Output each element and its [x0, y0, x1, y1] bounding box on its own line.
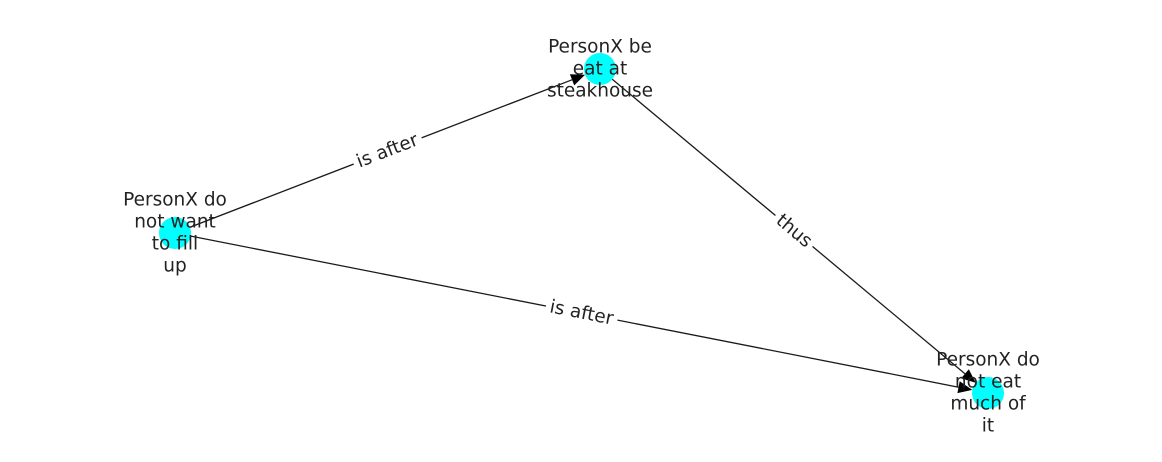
edge-label-background	[543, 293, 620, 333]
node-label-line: eat at	[573, 59, 627, 80]
edges-layer	[174, 68, 976, 394]
node-label-line: steakhouse	[547, 81, 653, 102]
node-label-line: not eat	[955, 372, 1021, 393]
node-label-line: to fill	[152, 234, 198, 255]
node-label-line: much of	[950, 394, 1026, 415]
edge-label-background	[349, 126, 427, 176]
node-label-line: PersonX do	[123, 190, 227, 211]
node-label-line: it	[982, 416, 994, 437]
node-label-line: up	[163, 256, 186, 277]
arrowhead-not-eat	[961, 369, 976, 383]
arrowhead-not-eat	[957, 381, 973, 394]
node-label-line: not want	[134, 212, 216, 233]
node-label-line: PersonX do	[936, 350, 1040, 371]
node-steakhouse	[584, 53, 616, 85]
edge-label: is after	[354, 129, 422, 172]
edge-label-background	[767, 205, 821, 257]
edge-label-group: is after	[543, 293, 620, 333]
nodes-layer	[159, 53, 1004, 409]
node-label-line: PersonX be	[548, 37, 652, 58]
edge-label-group: is after	[349, 126, 427, 176]
edge-labels-layer: is after thus is after	[349, 126, 821, 333]
arrowhead-steakhouse	[569, 74, 586, 86]
edge-label-group: thus	[767, 205, 821, 257]
node-not-eat	[972, 377, 1004, 409]
node-fill-up	[159, 217, 191, 249]
